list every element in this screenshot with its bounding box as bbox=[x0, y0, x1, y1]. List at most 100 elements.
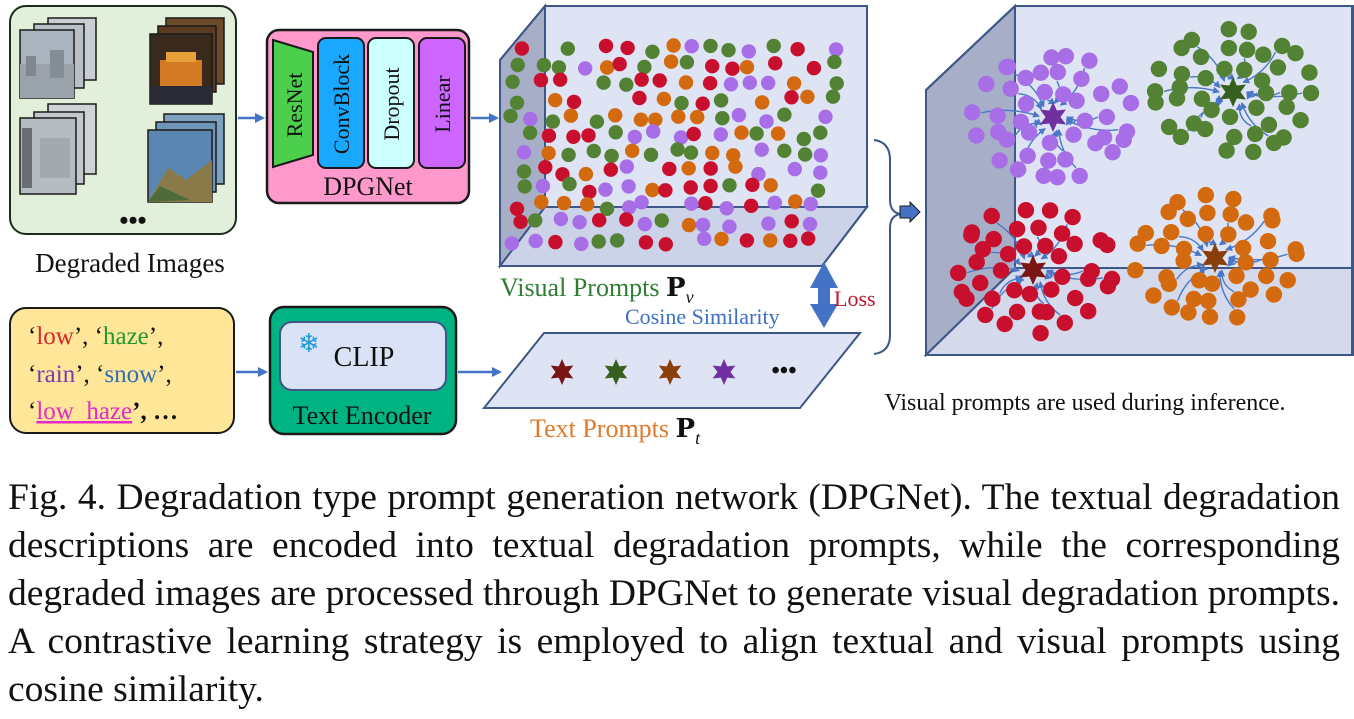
visual-prompt-dot bbox=[634, 72, 649, 87]
visual-prompt-dot bbox=[829, 76, 844, 91]
cluster-dot-purple bbox=[1065, 126, 1082, 143]
cluster-dot-orange bbox=[1145, 287, 1162, 304]
visual-prompt-dot bbox=[566, 129, 581, 144]
cluster-dot-purple bbox=[964, 104, 981, 121]
cluster-center-star-red bbox=[1020, 255, 1046, 285]
cluster-arrow bbox=[1242, 51, 1277, 84]
thumbnail-snowy-mountain bbox=[147, 113, 225, 203]
cluster-dot-green bbox=[1301, 64, 1318, 81]
cluster-dot-orange bbox=[1229, 309, 1246, 326]
cluster-dot-purple bbox=[1049, 63, 1067, 81]
cluster-dot-red bbox=[999, 245, 1017, 263]
visual-prompt-dot bbox=[690, 109, 705, 125]
cluster-dot-red bbox=[1008, 303, 1026, 321]
cluster-dot-orange bbox=[1153, 237, 1170, 255]
cluster-arrow bbox=[1177, 267, 1207, 301]
cluster-dot-purple bbox=[1036, 83, 1053, 101]
visual-prompt-dot bbox=[656, 91, 672, 107]
cluster-dot-green bbox=[1302, 84, 1320, 102]
cluster-dot-green bbox=[1172, 128, 1190, 146]
cluster-dot-orange bbox=[1169, 194, 1186, 211]
visual-prompt-dot bbox=[608, 125, 623, 140]
visual-prompt-dot bbox=[734, 125, 749, 140]
cluster-dot-red bbox=[1041, 202, 1059, 219]
linear-label: Linear bbox=[430, 75, 455, 133]
visual-prompt-dot bbox=[788, 194, 803, 209]
cluster-dot-orange bbox=[1197, 225, 1214, 243]
cluster-dot-green bbox=[1269, 59, 1287, 76]
visual-prompt-dot bbox=[591, 234, 606, 249]
convblock-block bbox=[317, 37, 365, 169]
text-prompt-star-green bbox=[604, 359, 628, 385]
cluster-dot-red bbox=[1017, 202, 1035, 219]
visual-prompt-dot bbox=[695, 217, 711, 233]
cluster-dot-green bbox=[1292, 112, 1309, 129]
cluster-dot-purple bbox=[1098, 108, 1116, 126]
cluster-dot-orange bbox=[1163, 299, 1181, 316]
visual-prompt-dot bbox=[608, 108, 623, 123]
cluster-dot-purple bbox=[1002, 80, 1019, 97]
visual-prompt-dot bbox=[514, 41, 530, 56]
visual-prompt-dot bbox=[586, 143, 601, 159]
visual-prompt-dot bbox=[533, 72, 549, 88]
visual-prompt-dot bbox=[662, 161, 677, 177]
text-prompt-plane: ••• bbox=[481, 332, 863, 409]
visual-prompt-dot bbox=[510, 57, 525, 73]
cluster-dot-orange bbox=[1220, 226, 1237, 243]
visual-prompt-dot bbox=[556, 195, 572, 211]
visual-prompt-dot bbox=[603, 162, 618, 177]
cluster-dot-green bbox=[1253, 72, 1271, 89]
caption-text: Fig. 4. Degradation type prompt generati… bbox=[8, 477, 1340, 710]
visual-prompt-dot bbox=[578, 166, 594, 182]
thumbnail-foggy-street bbox=[19, 103, 97, 195]
visual-prompt-dot bbox=[634, 195, 649, 210]
cluster-dot-red bbox=[1021, 285, 1039, 303]
visual-prompt-dot bbox=[703, 178, 718, 194]
visual-prompt-dot bbox=[643, 147, 659, 162]
visual-prompt-dot bbox=[731, 107, 747, 123]
cluster-dot-red bbox=[1053, 225, 1071, 242]
cluster-dot-green bbox=[1221, 108, 1239, 126]
visual-prompt-dot bbox=[562, 176, 577, 192]
cosine-similarity-label: Cosine Similarity bbox=[625, 304, 780, 329]
cluster-dot-purple bbox=[1049, 169, 1066, 186]
text-prompt-star-purple bbox=[712, 359, 736, 385]
visual-prompt-dot bbox=[681, 217, 697, 233]
cluster-dot-orange bbox=[1265, 286, 1283, 303]
visual-prompt-dot bbox=[563, 108, 579, 123]
cluster-center-star-green bbox=[1220, 77, 1246, 107]
cluster-arrow bbox=[1055, 128, 1077, 169]
cluster-dot-red bbox=[1080, 270, 1097, 287]
visual-prompt-dot bbox=[751, 166, 766, 182]
cluster-center-star-orange bbox=[1202, 243, 1228, 273]
cluster-arrow bbox=[966, 265, 1020, 274]
cluster-dot-orange bbox=[1191, 272, 1208, 289]
cluster-arrow bbox=[1047, 97, 1056, 105]
visual-prompt-dot bbox=[768, 56, 783, 71]
visual-prompt-dot bbox=[516, 164, 532, 179]
visual-prompt-dot bbox=[620, 40, 635, 56]
visual-prompt-dot bbox=[536, 57, 552, 73]
cluster-dot-red bbox=[1064, 208, 1081, 226]
visual-prompt-dot bbox=[632, 90, 647, 106]
visual-prompt-dot bbox=[806, 60, 822, 76]
visual-prompt-dot bbox=[828, 42, 844, 57]
cluster-dot-orange bbox=[1179, 210, 1197, 228]
cluster-dot-purple bbox=[1071, 167, 1088, 185]
visual-prompt-dot bbox=[627, 129, 642, 145]
cluster-dot-red bbox=[996, 315, 1013, 333]
visual-prompt-dot bbox=[754, 95, 770, 110]
cluster-dot-purple bbox=[1073, 70, 1090, 88]
degraded-images-label: Degraded Images bbox=[35, 248, 225, 278]
visual-prompt-dot bbox=[541, 145, 556, 161]
cluster-dot-green bbox=[1216, 60, 1233, 78]
cluster-dot-orange bbox=[1137, 224, 1155, 242]
cluster-dot-green bbox=[1278, 98, 1295, 116]
loss-label: Loss bbox=[834, 286, 876, 311]
cluster-dot-red bbox=[1031, 303, 1049, 320]
cluster-dot-red bbox=[953, 283, 970, 301]
visual-prompt-dot bbox=[637, 59, 652, 75]
thumbnail-night-snow bbox=[149, 17, 225, 105]
visual-prompt-dot bbox=[818, 109, 833, 125]
linear-block bbox=[418, 37, 466, 169]
